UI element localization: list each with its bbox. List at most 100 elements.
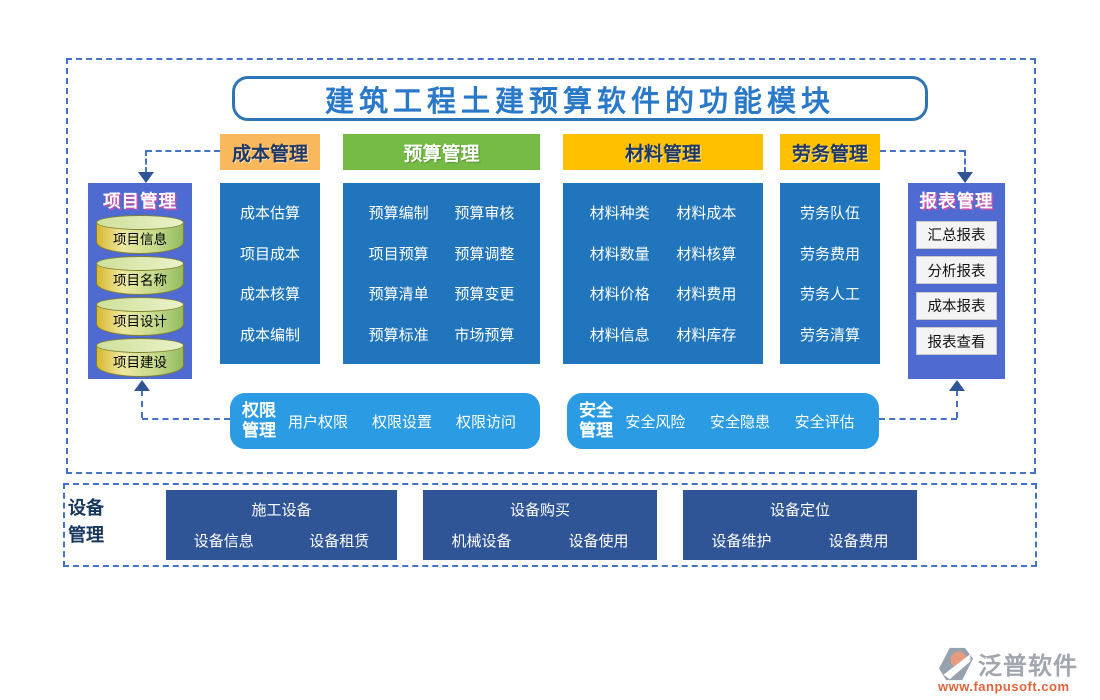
list-item: 项目建设: [113, 355, 167, 370]
list-item: 成本编制: [239, 326, 300, 344]
list-item: 预算变更: [454, 286, 515, 304]
list-item: 用户权限: [287, 413, 348, 431]
material-management-column: 材料种类 材料成本 材料数量 材料核算 材料价格 材料费用 材料信息 材料库存: [563, 183, 763, 364]
equipment-group-items: 设备维护 设备费用: [683, 530, 917, 551]
list-item: 劳务队伍: [799, 205, 860, 223]
equipment-dashed-frame: [63, 483, 1037, 567]
connector-line: [879, 418, 957, 420]
table-row: 预算编制 预算审核: [343, 202, 540, 223]
table-row: 预算标准 市场预算: [343, 324, 540, 345]
connector-line: [956, 390, 958, 418]
arrow-down-icon: [957, 172, 973, 183]
equipment-group-header: 设备购买: [509, 502, 570, 520]
list-item: 项目设计: [113, 314, 167, 329]
list-item: 权限设置: [371, 413, 432, 431]
list-item: 劳务费用: [799, 245, 860, 263]
arrow-up-icon: [949, 380, 965, 391]
database-cylinder-icon: 项目名称: [96, 256, 184, 295]
equipment-label-line: 管理: [68, 525, 104, 545]
list-item: 材料库存: [676, 326, 737, 344]
list-item: 项目名称: [113, 273, 167, 288]
equipment-group-items: 设备信息 设备租赁: [166, 530, 397, 551]
list-item: 成本报表: [916, 291, 997, 320]
equipment-group-location: 设备定位 设备维护 设备费用: [683, 490, 917, 560]
cylinder-top: [96, 215, 184, 230]
header-material-management: 材料管理: [563, 134, 763, 170]
list-item: 机械设备: [451, 532, 512, 550]
list-item: 材料成本: [676, 205, 737, 223]
list-item: 分析报表: [916, 256, 997, 284]
list-item: 权限访问: [455, 413, 516, 431]
connector-line: [141, 390, 143, 418]
brand-site-url: www.fanpusoft.com: [938, 679, 1070, 694]
table-row: 预算清单 预算变更: [343, 283, 540, 304]
safety-bar-title: 安全 管理: [579, 401, 613, 442]
list-item: 材料种类: [589, 205, 650, 223]
list-item: 劳务人工: [799, 286, 860, 304]
brand-name: 泛普软件: [978, 653, 1078, 680]
header-budget-management: 预算管理: [343, 134, 540, 170]
list-item: 材料费用: [676, 286, 737, 304]
list-item: 安全评估: [794, 413, 855, 431]
list-item: 项目成本: [239, 245, 300, 263]
list-item: 材料信息: [589, 326, 650, 344]
cylinder-top: [96, 256, 184, 271]
brand-row: 泛普软件: [938, 646, 1078, 681]
equipment-group-header: 施工设备: [251, 502, 312, 520]
database-cylinder-icon: 项目建设: [96, 338, 184, 377]
arrow-down-icon: [138, 172, 154, 183]
database-cylinder-icon: 项目信息: [96, 215, 184, 254]
table-row: 材料数量 材料核算: [563, 243, 763, 264]
connector-line: [146, 150, 220, 152]
equipment-group-items: 机械设备 设备使用: [423, 530, 657, 551]
project-panel-title: 项目管理: [103, 191, 177, 211]
list-item: 成本核算: [239, 286, 300, 304]
list-item: 材料数量: [589, 245, 650, 263]
fanpu-logo-icon: [938, 647, 974, 681]
table-row: 材料价格 材料费用: [563, 283, 763, 304]
diagram-title: 建筑工程土建预算软件的功能模块: [232, 76, 928, 121]
header-labor-management: 劳务管理: [780, 134, 880, 170]
list-item: 安全风险: [625, 413, 686, 431]
bar-title-line: 安全: [579, 400, 613, 420]
list-item: 项目信息: [113, 232, 167, 247]
permission-bar-title: 权限 管理: [242, 401, 276, 442]
report-management-panel: 报表管理 汇总报表 分析报表 成本报表 报表查看: [908, 183, 1005, 379]
list-item: 劳务清算: [799, 326, 860, 344]
connector-line: [880, 150, 965, 152]
bar-title-line: 权限: [242, 400, 276, 420]
list-item: 设备使用: [568, 532, 629, 550]
report-panel-title: 报表管理: [919, 191, 994, 211]
list-item: 安全隐患: [709, 413, 770, 431]
list-item: 项目预算: [368, 245, 429, 263]
list-item: 设备维护: [711, 532, 772, 550]
equipment-group-purchase: 设备购买 机械设备 设备使用: [423, 490, 657, 560]
list-item: 材料价格: [589, 286, 650, 304]
database-cylinder-icon: 项目设计: [96, 297, 184, 336]
safety-bar-items: 安全风险 安全隐患 安全评估: [613, 411, 867, 432]
main-dashed-frame: [66, 58, 1036, 474]
list-item: 设备租赁: [309, 532, 370, 550]
list-item: 预算编制: [368, 205, 429, 223]
header-cost-management: 成本管理: [220, 134, 320, 170]
list-item: 设备信息: [193, 532, 254, 550]
brand-watermark: 泛普软件 www.fanpusoft.com: [938, 646, 1078, 694]
connector-line: [964, 150, 966, 173]
table-row: 材料种类 材料成本: [563, 202, 763, 223]
list-item: 材料核算: [676, 245, 737, 263]
permission-management-bar: 权限 管理 用户权限 权限设置 权限访问: [230, 393, 540, 449]
project-management-panel: 项目管理 项目信息 项目名称 项目设计 项目建设: [88, 183, 192, 379]
budget-management-column: 预算编制 预算审核 项目预算 预算调整 预算清单 预算变更 预算标准 市场预算: [343, 183, 540, 364]
equipment-section-label: 设备 管理: [68, 495, 104, 549]
equipment-group-construction: 施工设备 设备信息 设备租赁: [166, 490, 397, 560]
list-item: 成本估算: [239, 205, 300, 223]
list-item: 预算调整: [454, 245, 515, 263]
table-row: 材料信息 材料库存: [563, 324, 763, 345]
bar-title-line: 管理: [242, 421, 276, 440]
bar-title-line: 管理: [579, 421, 613, 440]
list-item: 汇总报表: [916, 220, 997, 249]
permission-bar-items: 用户权限 权限设置 权限访问: [276, 411, 528, 432]
list-item: 预算标准: [368, 326, 429, 344]
list-item: 市场预算: [454, 326, 515, 344]
